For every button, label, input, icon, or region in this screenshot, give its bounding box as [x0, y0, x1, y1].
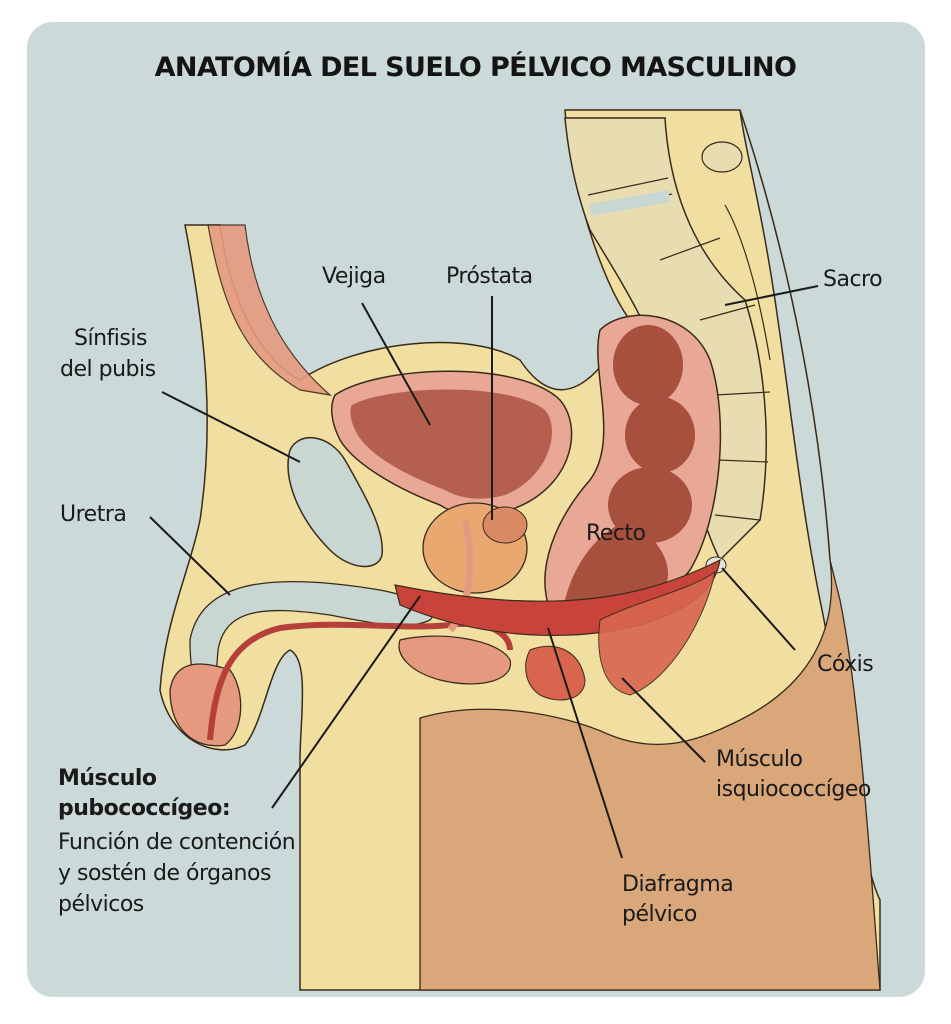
label-pubo-line1: Músculo [58, 766, 157, 791]
label-pubo-desc-line3: pélvicos [58, 892, 144, 917]
label-sinfisis-line1: Sínfisis [74, 326, 147, 351]
rectum [544, 314, 722, 615]
diagram-title: ANATOMÍA DEL SUELO PÉLVICO MASCULINO [154, 52, 797, 83]
label-pubo-line2: pubococcígeo: [58, 796, 231, 821]
bladder [330, 370, 573, 517]
label-vejiga: Vejiga [322, 264, 386, 289]
pelvic-diaphragm-muscle [525, 645, 586, 701]
leader-lines [149, 285, 819, 859]
label-sacro: Sacro [823, 267, 883, 292]
label-diafragma-line2: pélvico [622, 902, 697, 927]
label-uretra: Uretra [60, 502, 127, 527]
label-prostata: Próstata [446, 264, 533, 289]
label-coxis: Cóxis [817, 652, 874, 677]
prostate [422, 502, 528, 594]
label-sinfisis-line2: del pubis [60, 357, 156, 382]
label-pubo-desc-line2: y sostén de órganos [58, 861, 271, 886]
perineal-body [398, 635, 511, 685]
label-recto: Recto [586, 521, 646, 546]
thigh-region [419, 559, 881, 991]
label-isquio-line2: isquiococcígeo [716, 777, 871, 802]
label-pubo-desc-line1: Función de contención [58, 830, 296, 855]
pubic-symphysis [287, 436, 384, 568]
ischiococcygeus-muscle [598, 570, 716, 696]
label-isquio-line1: Músculo [716, 747, 803, 772]
label-diafragma-line1: Diafragma [622, 872, 734, 897]
abdominal-wall [207, 224, 332, 396]
